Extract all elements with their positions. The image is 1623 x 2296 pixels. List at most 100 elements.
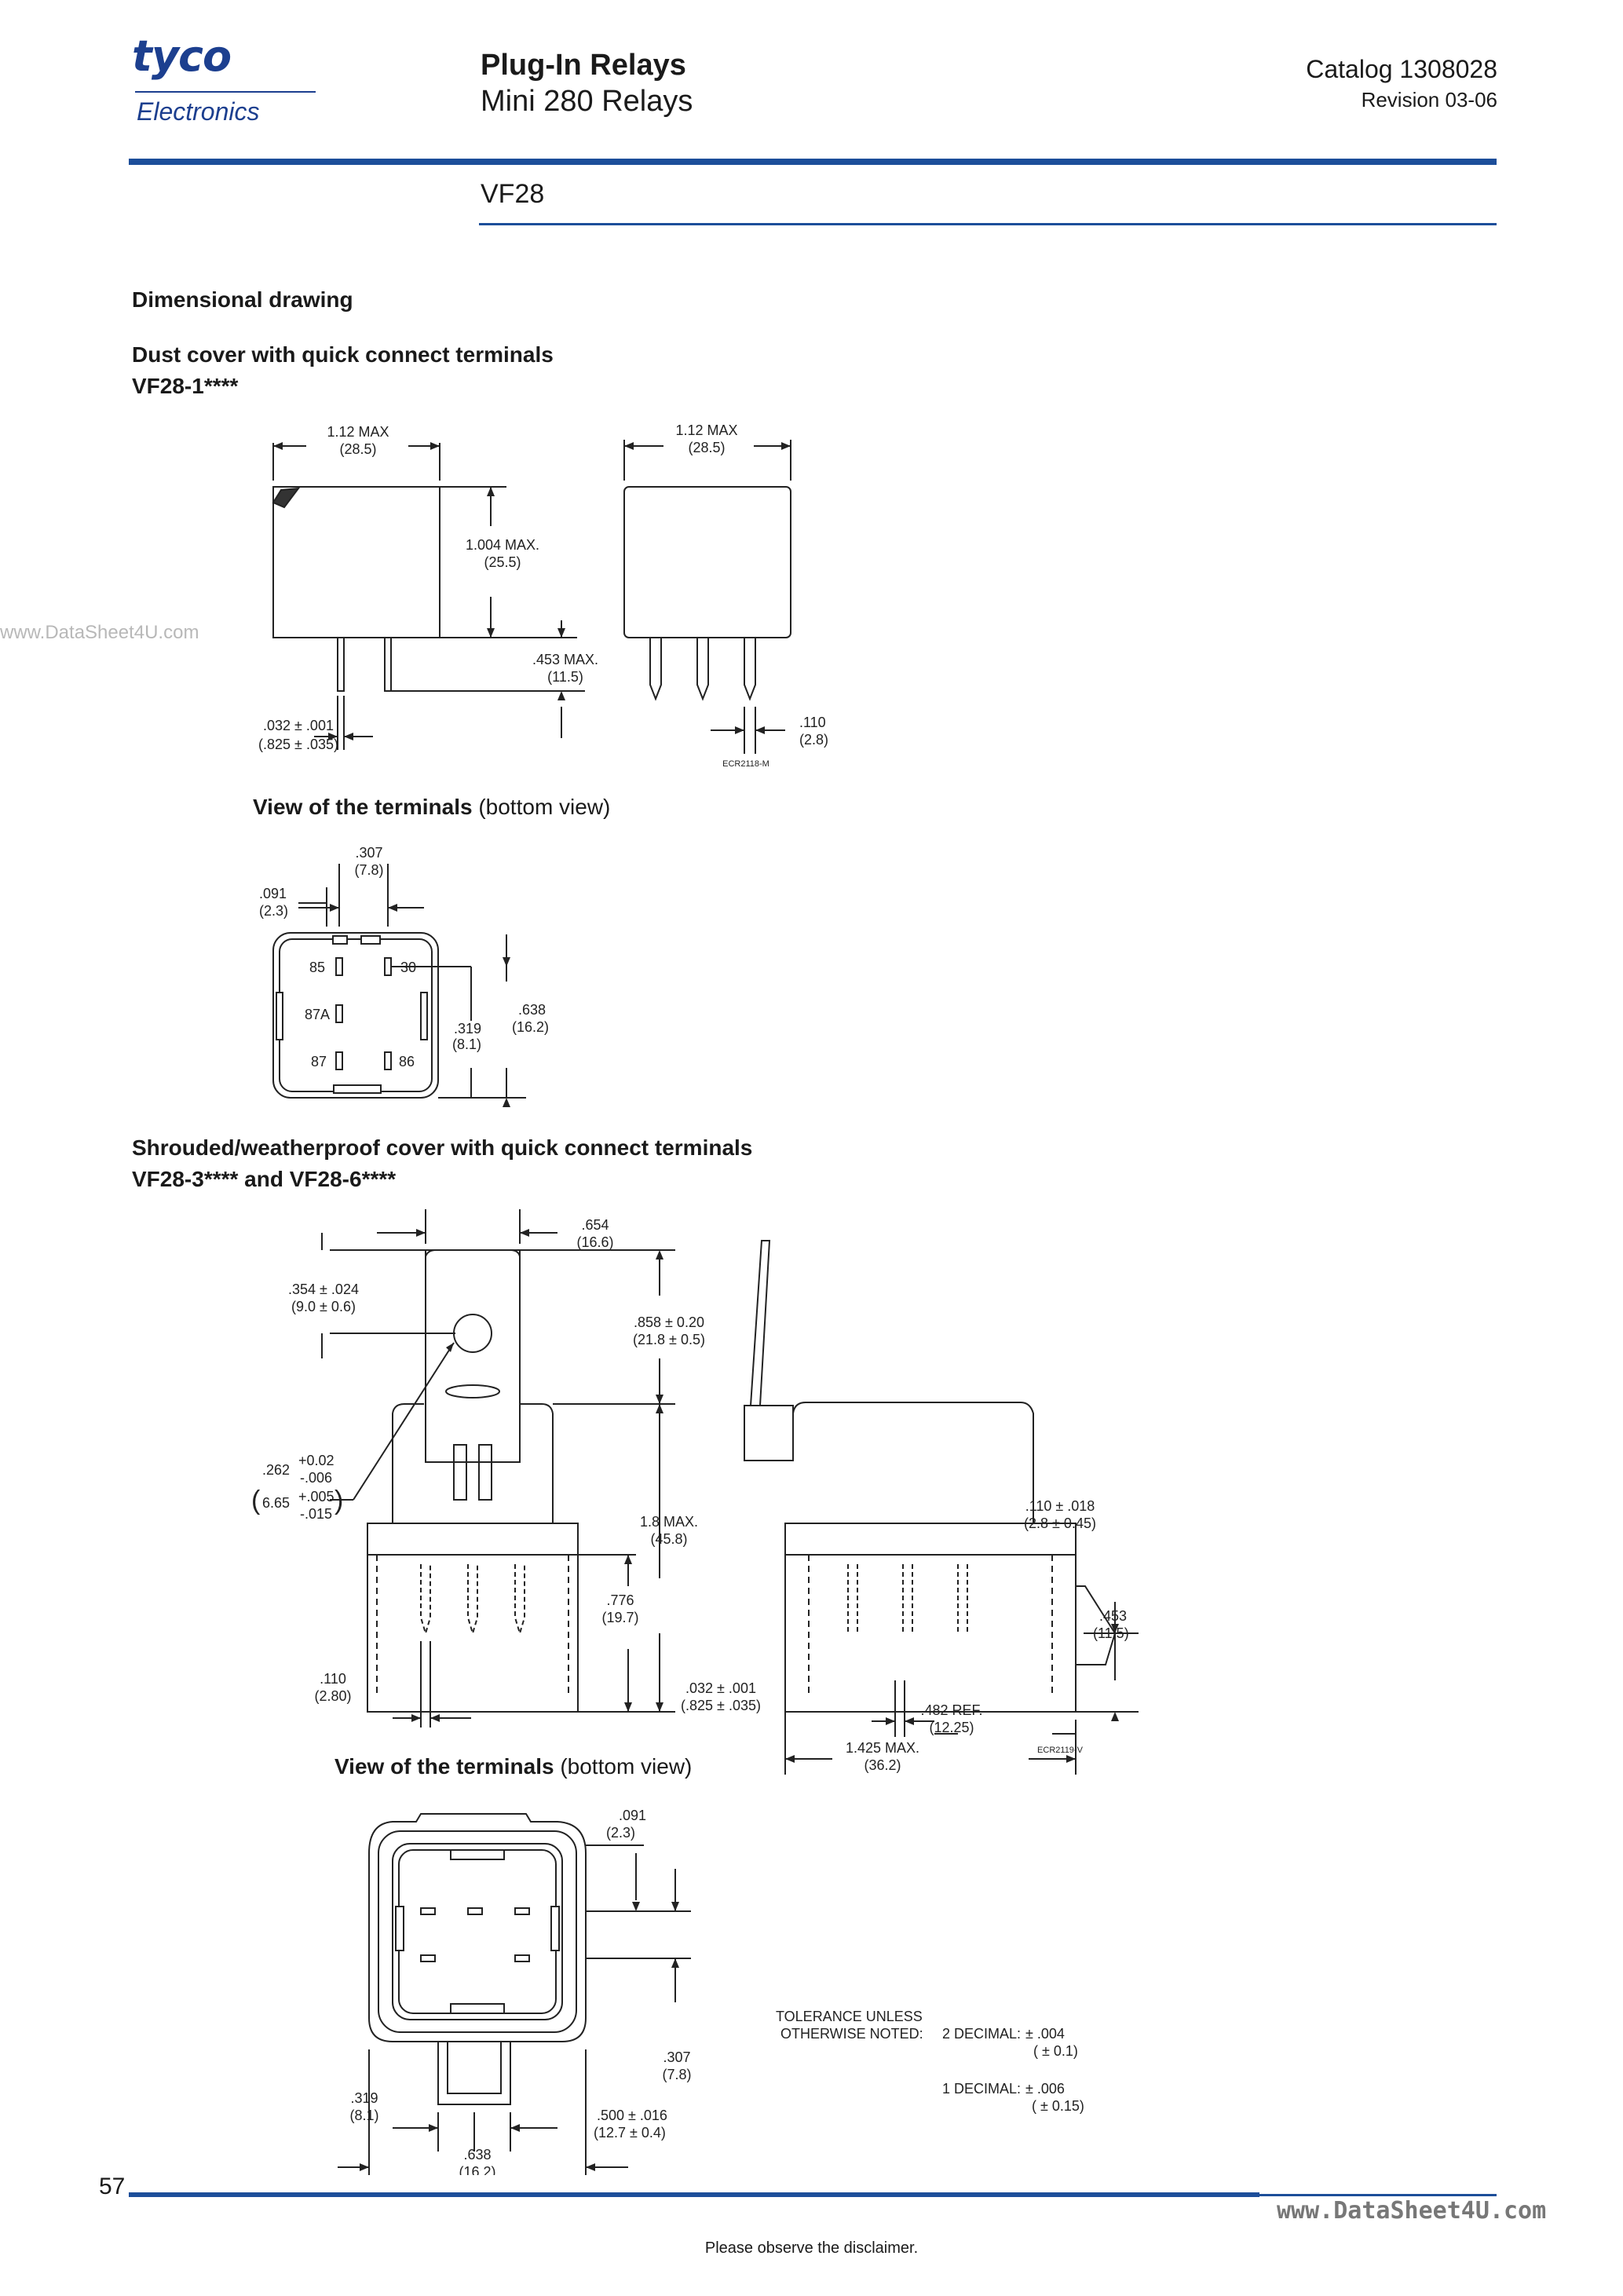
dim-g-in: .110 [320, 1671, 346, 1687]
dim-e-mm: (45.8) [650, 1531, 687, 1547]
dim-e-in: 1.8 MAX. [640, 1514, 698, 1530]
dim-t2c-in: .319 [350, 2090, 378, 2106]
terminal-pin [649, 638, 662, 701]
bracket [425, 1249, 521, 1463]
dim-t2c-mm: (8.1) [349, 2108, 378, 2123]
dim-d-mm: 6.65 [262, 1495, 290, 1511]
pin-87: 87 [311, 1054, 327, 1069]
dim-width-mm: (28.5) [339, 441, 376, 457]
terminal-pin [384, 637, 392, 692]
dim-f-in: .776 [606, 1592, 634, 1608]
view-terminals-heading-1: View of the terminals (bottom view) [253, 795, 611, 819]
page-title: Plug-In Relays [481, 49, 686, 82]
electronics-logo-text: Electronics [137, 97, 260, 126]
dim-pin-mm: (11.5) [547, 669, 583, 685]
dim-t2-mm: (2.3) [259, 903, 288, 919]
tolerance-1dec-value: ± .006 [1025, 2081, 1065, 2097]
dim-t4-in: .319 [454, 1021, 481, 1036]
dim-thickness-mm: (.825 ± .035) [258, 737, 338, 752]
dim-t2e-mm: (16.2) [459, 2164, 495, 2175]
dim-height-mm: (25.5) [484, 554, 521, 570]
dim-h-in: .032 ± .001 [685, 1680, 756, 1696]
tolerance-2dec-mm: ( ± 0.1) [1033, 2043, 1078, 2059]
dim-t3-in: .638 [518, 1002, 546, 1018]
section-dimensional: Dimensional drawing [132, 287, 353, 312]
dim-t2b-mm: (7.8) [662, 2067, 691, 2082]
section-dust-cover: Dust cover with quick connect terminals [132, 342, 554, 367]
dim-f-mm: (19.7) [601, 1610, 638, 1625]
dim-k-in: .482 REF. [920, 1702, 982, 1718]
page-number: 57 [99, 2174, 126, 2199]
tolerance-note: TOLERANCE UNLESS OTHERWISE NOTED: 2 DECI… [776, 2009, 1084, 2114]
dim-b-in: .354 ± .024 [288, 1281, 359, 1297]
dim-i-in: .110 ± .018 [1025, 1498, 1095, 1514]
relay-body-front [272, 486, 440, 638]
dim-t2d-mm: (12.7 ± 0.4) [594, 2125, 666, 2141]
relay-body-side [623, 486, 791, 638]
pin-85: 85 [309, 960, 325, 975]
dim-a-in: .654 [581, 1217, 609, 1233]
dim-c-mm: (21.8 ± 0.5) [633, 1332, 705, 1347]
dim-g-mm: (2.80) [314, 1688, 351, 1704]
dim-t2d-in: .500 ± .016 [597, 2108, 667, 2123]
page-subtitle: Mini 280 Relays [481, 85, 693, 118]
dim-t2a-mm: (2.3) [606, 1825, 635, 1841]
dim-width-in: 1.12 MAX [327, 424, 389, 440]
tolerance-2dec-label: 2 DECIMAL: [942, 2026, 1021, 2042]
dim-width2-mm: (28.5) [688, 440, 725, 455]
dim-d-tol3: +.005 [298, 1489, 334, 1504]
dim-width2-in: 1.12 MAX [675, 422, 737, 438]
view-terminals-heading-2: View of the terminals (bottom view) [334, 1754, 693, 1779]
dim-j-mm: (11.5) [1093, 1625, 1129, 1641]
terminals-bottom-view-1: .307 (7.8) .091 (2.3) .638 (16.2) .319 (… [259, 845, 549, 1107]
tolerance-2dec-value: ± .004 [1025, 2026, 1065, 2042]
dim-l-mm: (36.2) [864, 1757, 901, 1773]
dim-pin-width-mm: (2.8) [799, 732, 828, 748]
terminal-pin [337, 637, 345, 692]
dim-d-in: .262 [262, 1462, 290, 1478]
dim-c-in: .858 ± 0.20 [634, 1314, 704, 1330]
dim-d-tol1: +0.02 [298, 1453, 334, 1468]
dim-d-tol4: -.015 [300, 1506, 332, 1522]
watermark-left: www.DataSheet4U.com [0, 622, 199, 643]
terminals-bottom-view-2: .091 (2.3) .307 (7.8) .319 (8.1) .500 ± … [338, 1808, 692, 2175]
tolerance-line1: TOLERANCE UNLESS [776, 2009, 923, 2024]
dim-t1-in: .307 [355, 845, 382, 861]
catalog-number: Catalog 1308028 [1306, 55, 1497, 83]
dim-pin-in: .453 MAX. [532, 652, 598, 667]
paren-close: ) [334, 1486, 343, 1515]
pin-86: 86 [399, 1054, 415, 1069]
drawing-code-1: ECR2118-M [722, 759, 769, 769]
terminal-pin [696, 638, 709, 701]
dim-b-mm: (9.0 ± 0.6) [291, 1299, 356, 1314]
dim-a-mm: (16.6) [576, 1234, 613, 1250]
shrouded-cover-drawing: .654 (16.6) .354 ± .024 (9.0 ± 0.6) .858… [251, 1209, 1139, 1775]
dim-k-mm: (12.25) [929, 1720, 974, 1735]
paren-open: ( [251, 1486, 261, 1515]
header-rule [129, 159, 1497, 165]
dim-thickness-in: .032 ± .001 [263, 718, 334, 733]
section-dust-part: VF28-1**** [132, 374, 239, 398]
dim-t3-mm: (16.2) [512, 1019, 549, 1035]
terminal-pin [744, 638, 756, 701]
housing-side [784, 1523, 1077, 1713]
dim-l-in: 1.425 MAX. [846, 1740, 919, 1756]
tyco-logo: tyco [132, 31, 232, 81]
cover-notch [272, 487, 301, 509]
dim-h-mm: (.825 ± .035) [681, 1698, 761, 1713]
dim-t2e-in: .638 [463, 2147, 491, 2163]
watermark-right: www.DataSheet4U.com [1277, 2197, 1547, 2225]
footer-rule [129, 2192, 1259, 2197]
dim-t2-in: .091 [259, 886, 287, 901]
revision: Revision 03-06 [1361, 88, 1497, 112]
mounting-hole [453, 1314, 492, 1353]
disclaimer: Please observe the disclaimer. [704, 2239, 919, 2257]
product-rule [479, 223, 1497, 225]
section-shrouded-part: VF28-3**** and VF28-6**** [132, 1167, 397, 1191]
drawing-code-2: ECR2119-V [1037, 1746, 1084, 1755]
dim-d-tol2: -.006 [300, 1470, 332, 1486]
housing-front [367, 1523, 579, 1713]
tolerance-1dec-label: 1 DECIMAL: [942, 2081, 1021, 2097]
dim-t1-mm: (7.8) [354, 862, 383, 878]
logo-divider [135, 91, 316, 93]
